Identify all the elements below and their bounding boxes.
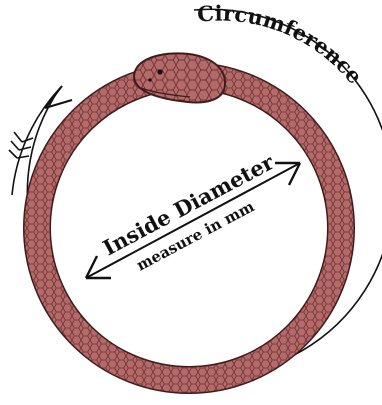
- snake-nostril-icon: [148, 78, 151, 81]
- snake-eye-icon: [157, 69, 162, 74]
- diameter-arrow-shaft: [86, 163, 300, 278]
- diameter-arrow: [86, 163, 300, 278]
